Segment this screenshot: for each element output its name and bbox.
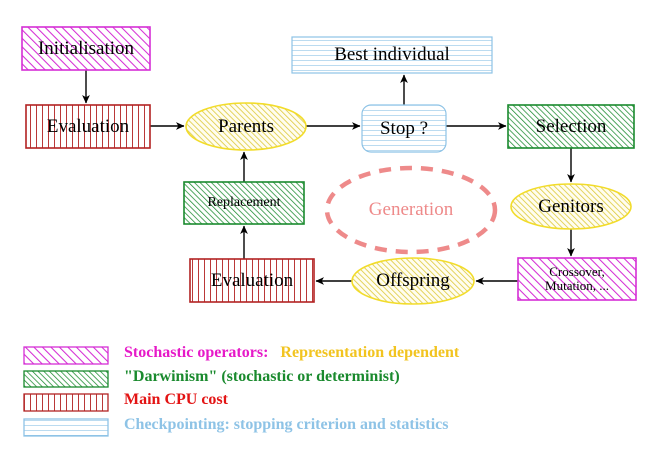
legend-row-checkpoint: Checkpointing: stopping criterion and st…: [124, 416, 448, 434]
legend-swatch-group: [23, 346, 109, 437]
node-shape-stop[interactable]: [361, 104, 447, 153]
node-shape-parents[interactable]: [185, 102, 307, 151]
legend-row-cpu: Main CPU cost: [124, 391, 228, 409]
node-shape-evaluation_bottom[interactable]: [189, 258, 315, 303]
node-shape-best_individual[interactable]: [291, 36, 493, 74]
node-shape-evaluation_top[interactable]: [25, 104, 151, 149]
node-shape-crossover[interactable]: [517, 257, 637, 301]
node-shape-generation[interactable]: [324, 165, 498, 255]
legend-row-stochastic: Stochastic operators: Representation depe…: [124, 344, 459, 362]
legend-swatch-stochastic: [23, 346, 109, 365]
edges-group: [82, 70, 575, 285]
node-shape-offspring[interactable]: [351, 257, 475, 305]
legend-text-checkpoint-0: Checkpointing: stopping criterion and st…: [124, 416, 449, 433]
legend-text-stochastic-0: Stochastic operators:: [124, 344, 269, 361]
legend-text-stochastic-1: Representation dependent: [280, 344, 460, 361]
legend-swatch-checkpoint: [23, 418, 109, 437]
legend-swatch-cpu: [23, 393, 109, 412]
node-shape-selection[interactable]: [507, 104, 635, 149]
nodes-group: [21, 26, 637, 305]
legend-text-darwinism-0: "Darwinism" (stochastic or determinist): [124, 368, 400, 385]
legend-text-cpu-0: Main CPU cost: [124, 391, 228, 408]
legend-row-darwinism: "Darwinism" (stochastic or determinist): [124, 368, 400, 386]
legend-swatch-darwinism: [23, 370, 109, 388]
node-shape-initialisation[interactable]: [21, 26, 151, 71]
node-shape-genitors[interactable]: [510, 183, 632, 230]
node-shape-replacement[interactable]: [183, 181, 305, 225]
